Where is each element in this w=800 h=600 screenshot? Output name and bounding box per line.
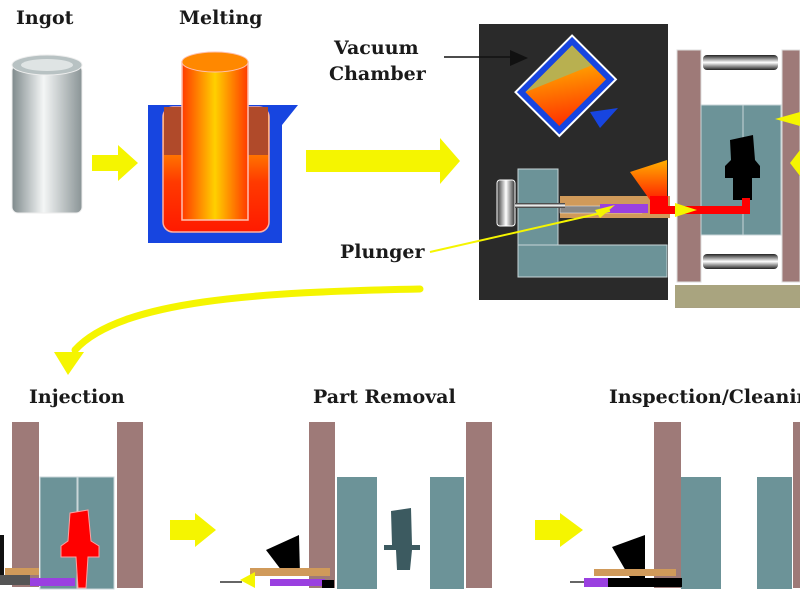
vacuum-chamber-label-line1: Vacuum: [333, 37, 419, 59]
arrow-right-icon: [170, 513, 216, 547]
plunger-label: Plunger: [340, 241, 426, 263]
ingot-icon: [11, 54, 83, 214]
melting-label: Melting: [179, 7, 262, 29]
plunger-pointer: [429, 203, 697, 253]
die-casting-machine: [668, 49, 800, 308]
vacuum-chamber-pointer: [444, 50, 528, 66]
curved-arrow-icon: [54, 285, 424, 375]
part-removal-stage: [220, 422, 492, 589]
vacuum-chamber-label-line2: Chamber: [329, 63, 427, 85]
inspection-cleaning-stage: [570, 422, 800, 589]
vacuum-chamber: [479, 24, 670, 300]
injection-label: Injection: [29, 386, 125, 408]
inspection-cleaning-label: Inspection/Cleanin: [609, 386, 800, 408]
injection-stage: [0, 422, 143, 590]
part-removal-label: Part Removal: [313, 386, 456, 408]
crucible-icon: [148, 51, 298, 243]
ingot-label: Ingot: [16, 7, 74, 29]
arrow-right-icon: [535, 513, 583, 547]
arrow-right-icon: [306, 138, 460, 184]
arrow-right-icon: [92, 145, 138, 181]
